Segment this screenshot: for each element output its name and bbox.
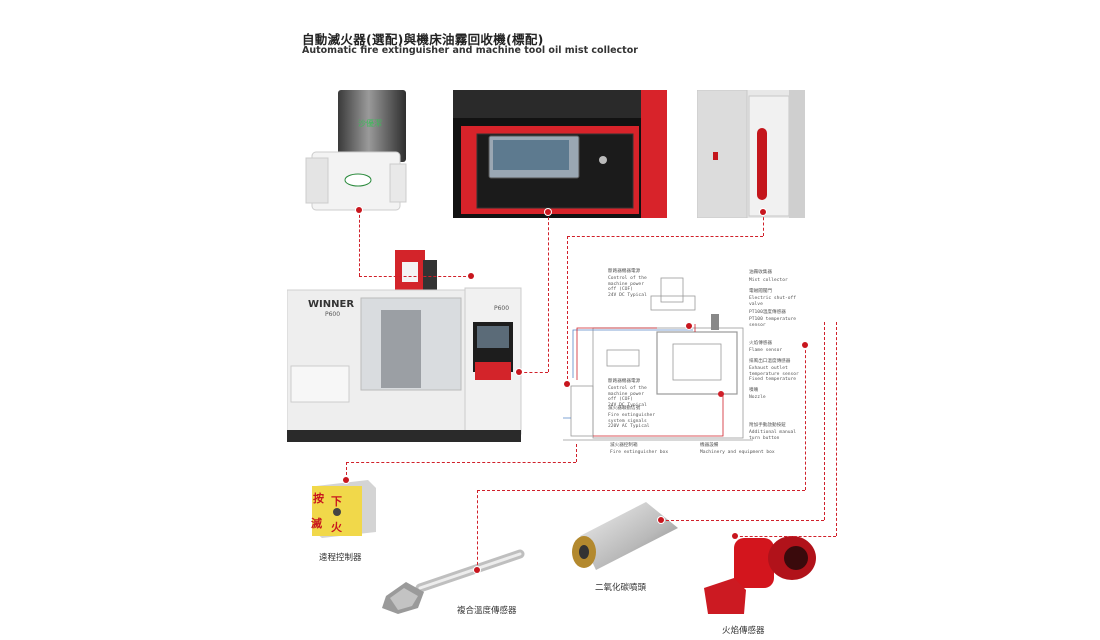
- diag-nozzle-en: Nozzle: [749, 395, 766, 400]
- diag-control-power2-zh: 斷路器機器電源: [608, 379, 641, 384]
- diag-pt100-zh: PT100溫度傳感器: [749, 310, 786, 315]
- machine-model-right: P600: [494, 305, 510, 312]
- dot-temp: [474, 567, 480, 573]
- dot-panel: [545, 209, 551, 215]
- diag-manual-en: Additional manual turn button: [749, 430, 797, 441]
- diag-control-power-zh: 斷路器機器電源: [608, 269, 641, 274]
- diag-nozzle-zh: 噴嘴: [749, 388, 759, 393]
- remote-key-3: 滅: [311, 517, 322, 530]
- machine-image: [286, 250, 531, 442]
- remote-key-4: 火: [331, 521, 342, 534]
- dot-mist: [356, 207, 362, 213]
- flame-sensor-caption: 火焰傳感器: [722, 626, 765, 636]
- flame-sensor-image: [700, 528, 820, 618]
- diag-pt100-en: PT100 temperature sensor: [749, 317, 797, 328]
- diag-mist-zh: 油霧收集器: [749, 270, 772, 275]
- diag-fire-ext-en: Fire extinguisher system signals 220V AC…: [608, 413, 656, 430]
- diag-box-en: Fire extinguisher box: [610, 450, 669, 455]
- nozzle-image: [566, 500, 682, 574]
- diag-control-power-en: Control of the machine power off (COF) 2…: [608, 276, 647, 298]
- dot-diagram-mid: [686, 323, 692, 329]
- remote-controller-image: [308, 478, 378, 540]
- diag-exhaust-zh: 排風出口溫度傳感器: [749, 359, 791, 364]
- remote-caption: 遠程控制器: [319, 553, 362, 563]
- diag-machinery-en: Machinery and equipment box: [700, 450, 775, 455]
- diag-machinery-zh: 機器設備: [700, 443, 719, 448]
- remote-key-2: 下: [331, 495, 342, 508]
- diag-control-power2-en: Control of the machine power off (COF) 2…: [608, 386, 647, 408]
- diag-box-zh: 滅火器控制箱: [610, 443, 638, 448]
- control-panel-image: [453, 90, 667, 218]
- diag-manual-zh: 附加手動啟動按鈕: [749, 423, 786, 428]
- temp-sensor-image: [380, 548, 528, 618]
- dot-flame-diagram: [802, 342, 808, 348]
- dot-cabinet: [760, 209, 766, 215]
- dot-diagram-left: [564, 381, 570, 387]
- diag-exhaust-en: Exhaust outlet temperature sensor Fixed …: [749, 366, 799, 383]
- machine-model-left: P600: [325, 311, 341, 318]
- dot-nozzle: [658, 517, 664, 523]
- mist-collector-image: [300, 88, 418, 218]
- dot-panel-machine: [516, 369, 522, 375]
- machine-brand: WINNER: [308, 299, 355, 310]
- dot-remote: [343, 477, 349, 483]
- diag-mist-en: Mist collector: [749, 278, 788, 283]
- dot-machine-top: [468, 273, 474, 279]
- diag-fire-ext-zh: 滅火器聯動信號: [608, 406, 641, 411]
- diag-flame-zh: 火焰傳感器: [749, 341, 772, 346]
- nozzle-caption: 二氧化碳噴頭: [595, 583, 647, 593]
- cabinet-image: [696, 89, 805, 219]
- diag-shutoff-zh: 電磁閥閥門: [749, 289, 772, 294]
- diag-shutoff-en: Electric shut-off valve: [749, 296, 797, 307]
- remote-key-1: 按: [313, 492, 324, 505]
- title-chinese: 自動滅火器(選配)與機床油霧回收機(標配): [302, 32, 544, 47]
- temp-sensor-caption: 複合溫度傳感器: [457, 606, 517, 616]
- diag-flame-en: Flame sensor: [749, 348, 783, 353]
- dot-flame: [732, 533, 738, 539]
- mist-collector-brand: 沙優潔: [358, 119, 382, 128]
- title-english: Automatic fire extinguisher and machine …: [302, 45, 638, 56]
